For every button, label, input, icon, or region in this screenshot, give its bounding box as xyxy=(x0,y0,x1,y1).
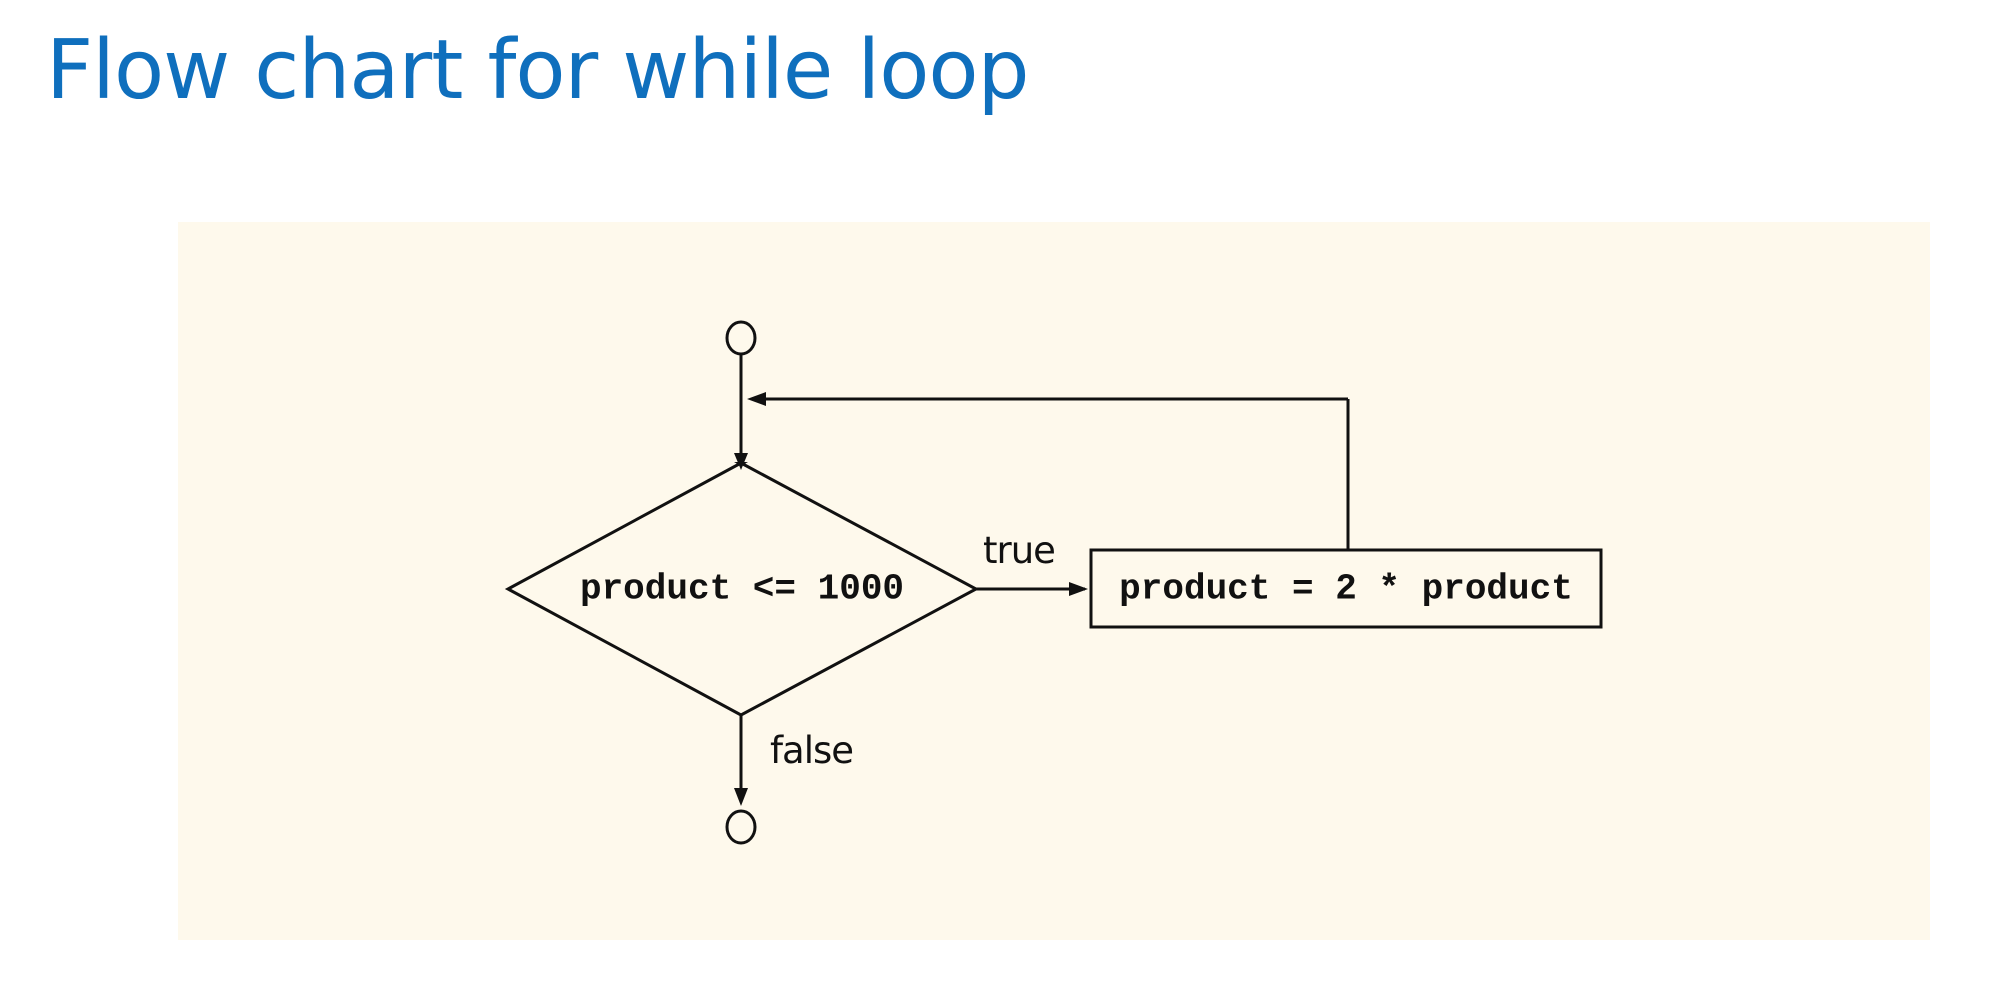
flowchart-panel: product <= 1000 true product = 2 * produ… xyxy=(178,222,1930,940)
action-text: product = 2 * product xyxy=(1119,569,1573,610)
flowchart-diagram: product <= 1000 true product = 2 * produ… xyxy=(178,222,1930,940)
end-node xyxy=(725,809,757,845)
false-label: false xyxy=(770,729,853,772)
condition-text: product <= 1000 xyxy=(580,569,904,610)
loop-back-arrowhead xyxy=(747,392,766,406)
panel-background xyxy=(178,222,1930,940)
false-arrowhead xyxy=(734,788,748,806)
action-box xyxy=(1089,548,1603,629)
true-label: true xyxy=(983,529,1055,572)
slide-title: Flow chart for while loop xyxy=(46,23,1030,118)
true-arrowhead xyxy=(1069,582,1088,596)
